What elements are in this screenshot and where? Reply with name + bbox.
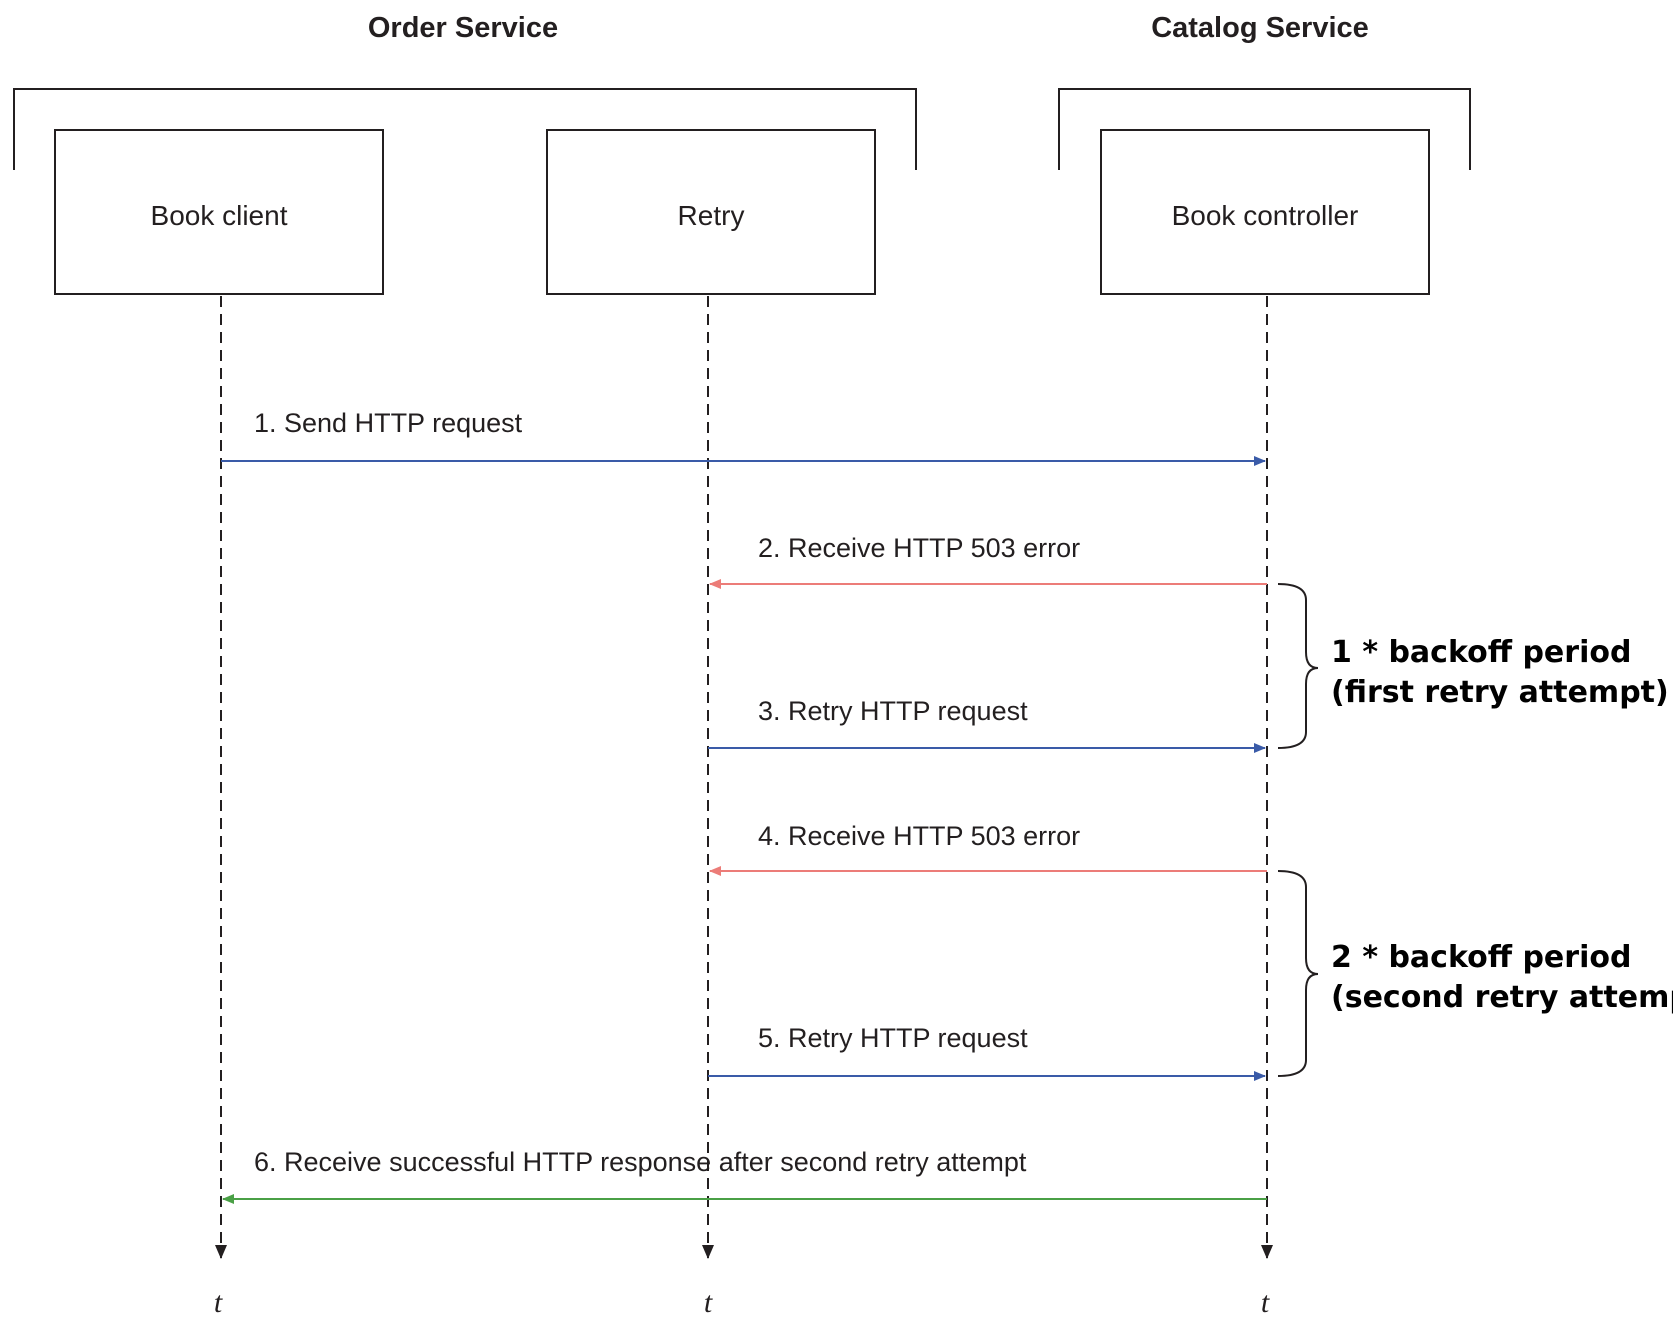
backoff-label-2: 2 * backoff period (second retry attempt…	[1331, 940, 1673, 1015]
message-2-receive-503: 2. Receive HTTP 503 error	[709, 533, 1267, 589]
message-label: 2. Receive HTTP 503 error	[758, 533, 1080, 563]
message-label: 1. Send HTTP request	[254, 408, 523, 438]
time-label-retry: t	[704, 1286, 713, 1319]
message-label: 3. Retry HTTP request	[758, 696, 1028, 726]
message-label: 5. Retry HTTP request	[758, 1023, 1028, 1053]
message-1-send-request: 1. Send HTTP request	[221, 408, 1266, 466]
backoff-brace-1	[1277, 583, 1319, 749]
backoff-label-line2: (first retry attempt)	[1331, 675, 1669, 710]
backoff-label-line1: 1 * backoff period	[1331, 635, 1631, 670]
group-frame-catalog-service	[1058, 88, 1471, 170]
participant-book-client: Book client	[54, 129, 384, 295]
backoff-label-1: 1 * backoff period (first retry attempt)	[1331, 635, 1669, 710]
backoff-brace-2	[1277, 870, 1319, 1077]
message-label: 4. Receive HTTP 503 error	[758, 821, 1080, 851]
participant-label: Book controller	[1172, 200, 1359, 231]
time-label-book-client: t	[214, 1286, 223, 1319]
participant-book-controller: Book controller	[1100, 129, 1430, 295]
group-title-catalog-service: Catalog Service	[1151, 12, 1369, 44]
message-6-successful-response: 6. Receive successful HTTP response afte…	[222, 1147, 1267, 1204]
message-label: 6. Receive successful HTTP response afte…	[254, 1147, 1027, 1177]
backoff-label-line2: (second retry attempt)	[1331, 980, 1673, 1015]
group-title-order-service: Order Service	[368, 12, 558, 44]
participant-label: Retry	[678, 200, 745, 231]
participant-label: Book client	[151, 200, 288, 231]
message-3-retry-request: 3. Retry HTTP request	[708, 696, 1266, 753]
message-4-receive-503: 4. Receive HTTP 503 error	[709, 821, 1267, 876]
participant-retry: Retry	[546, 129, 876, 295]
backoff-label-line1: 2 * backoff period	[1331, 940, 1631, 975]
group-frame-order-service	[13, 88, 917, 170]
message-5-retry-request: 5. Retry HTTP request	[708, 1023, 1266, 1081]
time-label-book-controller: t	[1261, 1286, 1270, 1319]
